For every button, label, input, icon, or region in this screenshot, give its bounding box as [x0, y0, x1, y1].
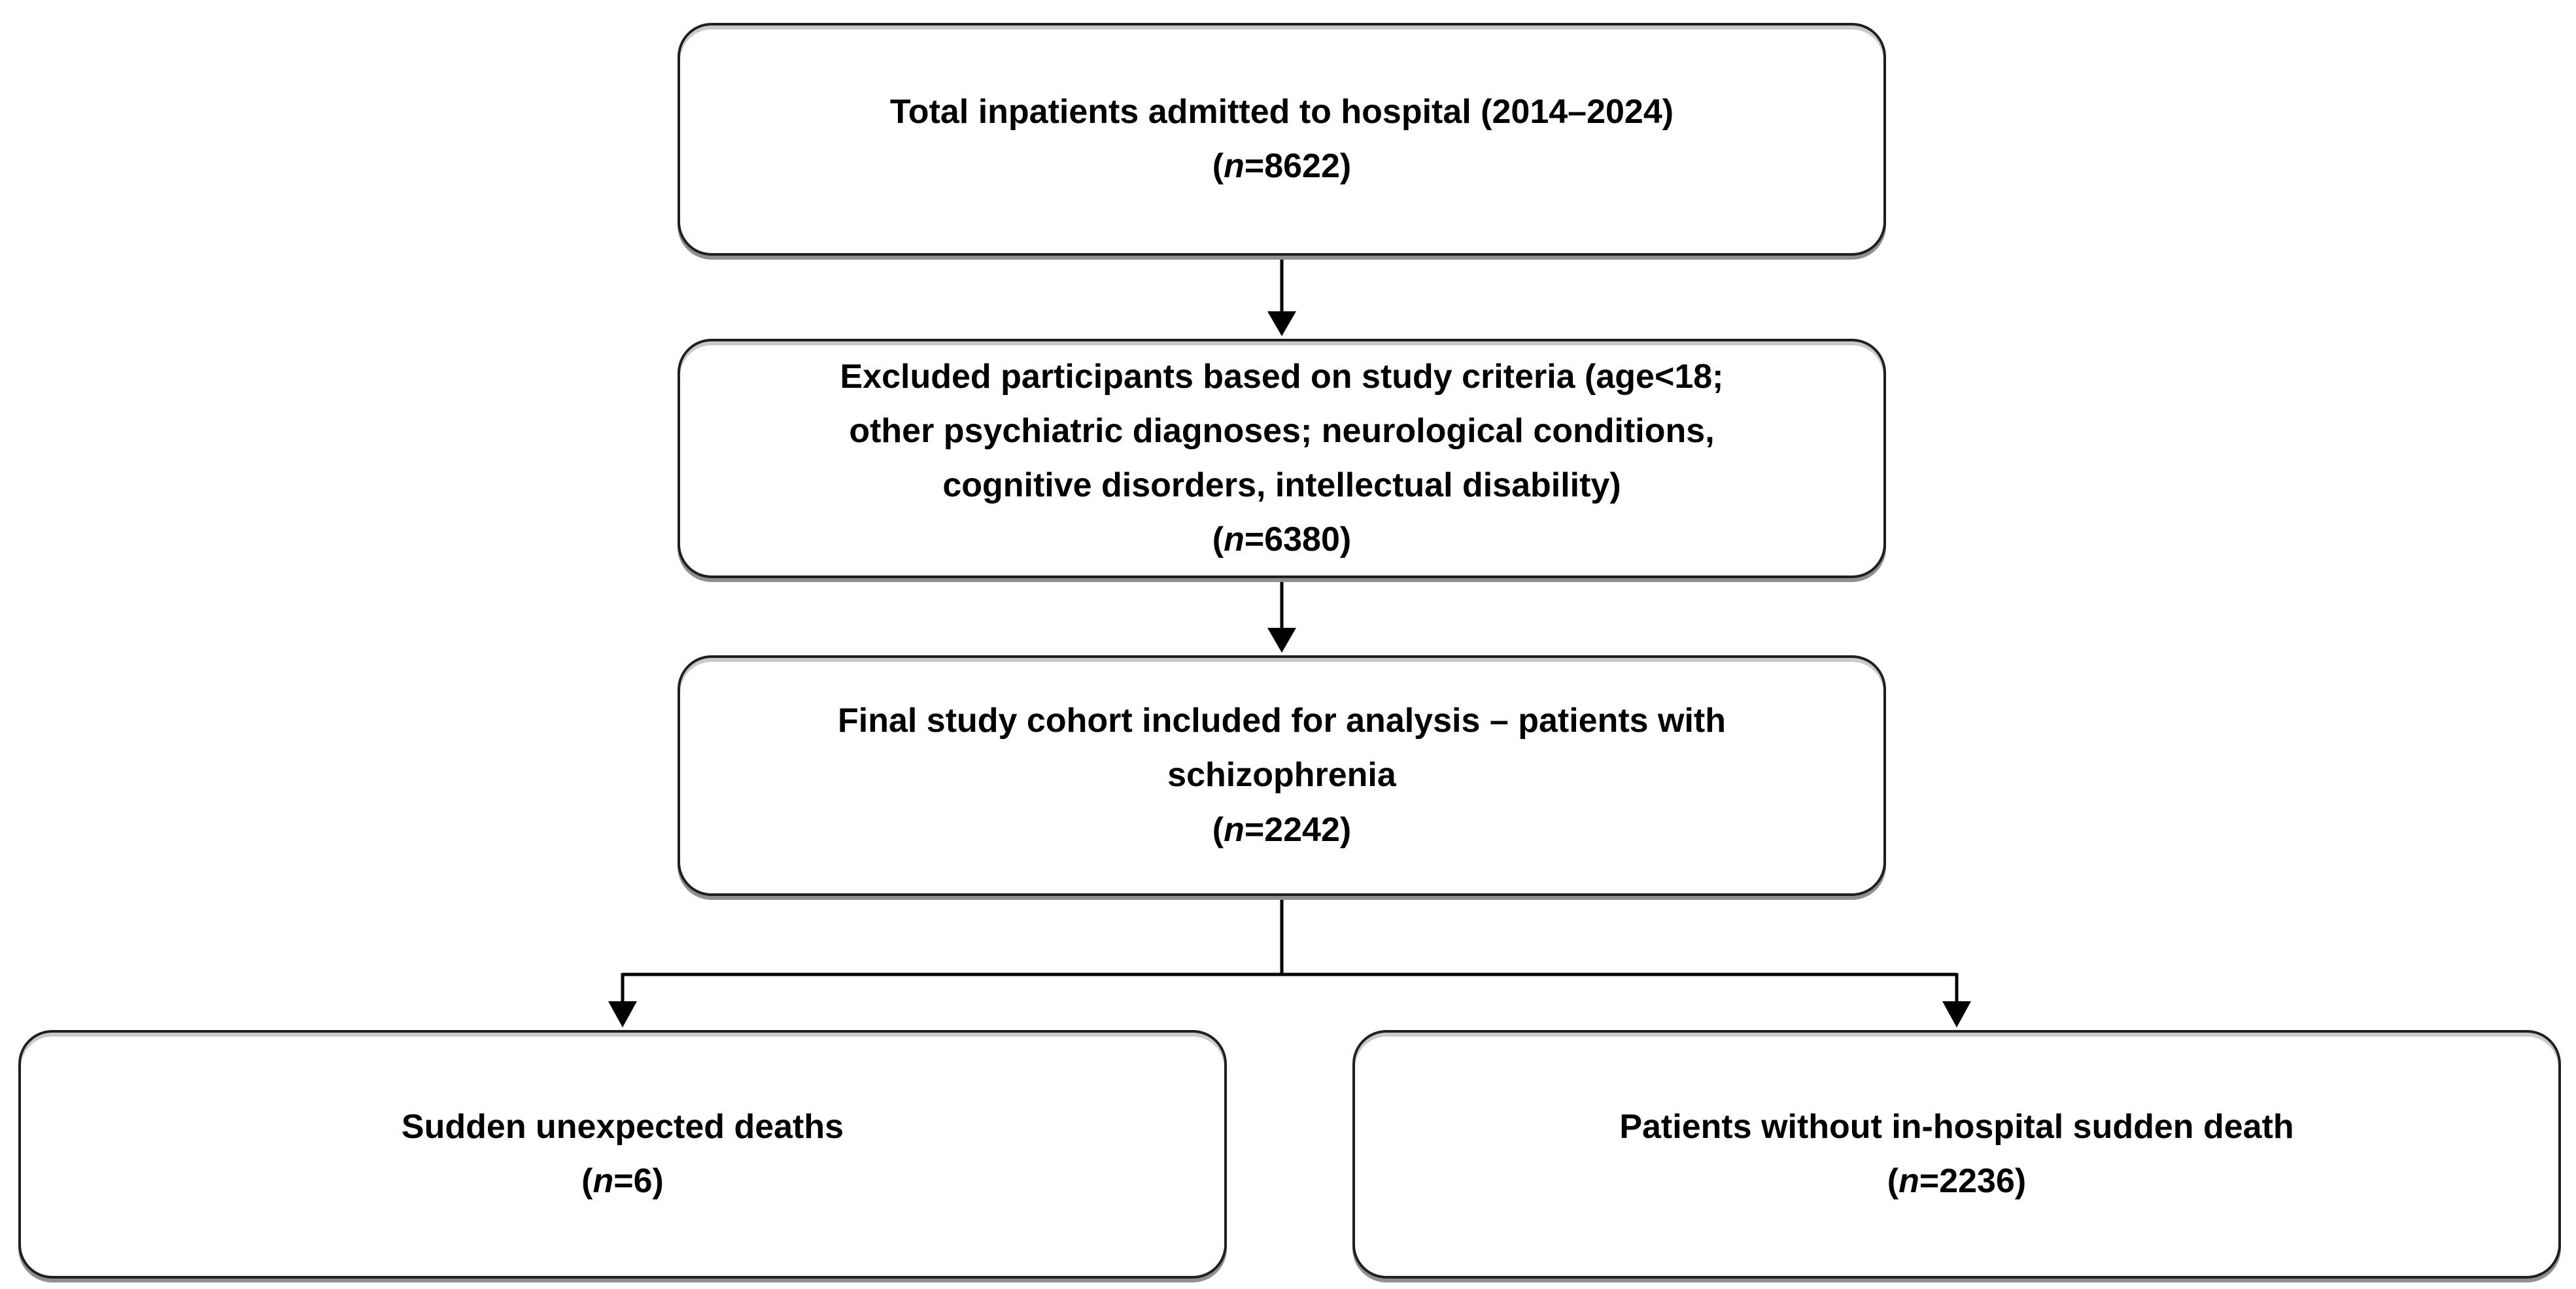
box-total-inpatients-title: Total inpatients admitted to hospital (2… [889, 92, 1674, 131]
box-final-cohort-title: Final study cohort included for analysis… [838, 702, 1726, 795]
box-sudden-deaths-title: Sudden unexpected deaths [401, 1107, 844, 1146]
box-excluded-participants-count: (n=6380) [1212, 513, 1351, 567]
n-symbol: n [592, 1162, 614, 1200]
n-open-paren: ( [1212, 521, 1224, 559]
box-total-inpatients-count: (n=8622) [1212, 139, 1351, 194]
arrowhead-box3-box4 [608, 1001, 637, 1027]
n-close-paren: ) [1339, 147, 1352, 185]
n-close-paren: ) [1339, 810, 1352, 849]
box-no-sudden-death-count: (n=2236) [1887, 1154, 2026, 1209]
box-sudden-deaths-count: (n=6) [581, 1154, 664, 1209]
n-value: 6 [633, 1162, 653, 1200]
n-close-paren: ) [1339, 521, 1352, 559]
n-value: 6380 [1264, 521, 1340, 559]
box-excluded-participants: Excluded participants based on study cri… [678, 339, 1886, 578]
arrowhead-box3-box5 [1942, 1001, 1971, 1027]
box-total-inpatients: Total inpatients admitted to hospital (2… [678, 23, 1886, 256]
n-equals: = [613, 1162, 634, 1200]
box-excluded-participants-title: Excluded participants based on study cri… [840, 357, 1724, 504]
arrowhead-box2-box3 [1267, 628, 1296, 653]
n-open-paren: ( [581, 1162, 593, 1200]
n-symbol: n [1898, 1162, 1919, 1200]
n-equals: = [1244, 521, 1265, 559]
n-symbol: n [1224, 147, 1245, 185]
n-close-paren: ) [652, 1162, 664, 1200]
n-value: 8622 [1264, 147, 1340, 185]
n-open-paren: ( [1212, 147, 1224, 185]
box-no-sudden-death-title: Patients without in-hospital sudden deat… [1619, 1107, 2294, 1146]
box-no-sudden-death: Patients without in-hospital sudden deat… [1352, 1030, 2561, 1279]
n-value: 2236 [1939, 1162, 2015, 1200]
n-symbol: n [1224, 810, 1245, 849]
n-equals: = [1919, 1162, 1940, 1200]
n-open-paren: ( [1212, 810, 1224, 849]
n-value: 2242 [1264, 810, 1340, 849]
n-symbol: n [1224, 521, 1245, 559]
box-sudden-deaths: Sudden unexpected deaths (n=6) [18, 1030, 1227, 1279]
n-open-paren: ( [1887, 1162, 1899, 1200]
box-final-cohort-count: (n=2242) [1212, 803, 1351, 857]
n-equals: = [1244, 810, 1265, 849]
arrowhead-box1-box2 [1267, 311, 1296, 336]
n-close-paren: ) [2014, 1162, 2027, 1200]
n-equals: = [1244, 147, 1265, 185]
box-final-cohort: Final study cohort included for analysis… [678, 655, 1886, 896]
